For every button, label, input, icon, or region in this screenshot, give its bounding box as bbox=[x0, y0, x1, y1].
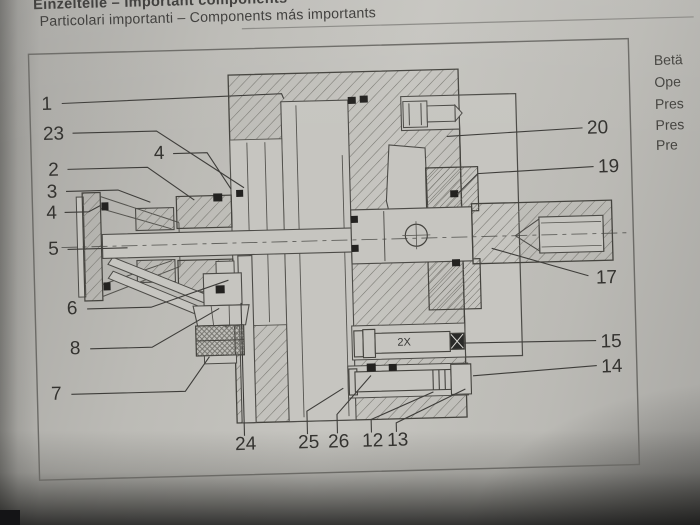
callouts: 1 23 4 2 3 4 5 6 8 7 24 25 26 12 13 20 1… bbox=[41, 94, 623, 456]
callout-label-26: 26 bbox=[328, 431, 350, 453]
callout-label-23: 23 bbox=[43, 123, 65, 145]
piston-rod bbox=[470, 199, 614, 265]
rod-gland bbox=[424, 166, 482, 311]
figure-border bbox=[27, 37, 641, 481]
callout-label-4a: 4 bbox=[154, 143, 166, 164]
socket-screw bbox=[402, 100, 463, 129]
callout-label-8: 8 bbox=[70, 338, 81, 359]
photo-corner-shadow bbox=[0, 510, 20, 525]
leader-lines bbox=[61, 93, 597, 436]
callout-label-17: 17 bbox=[596, 267, 618, 289]
callout-label-19: 19 bbox=[598, 156, 620, 178]
callout-label-15: 15 bbox=[600, 331, 622, 353]
bolt-14 bbox=[348, 363, 473, 396]
bolt-15 bbox=[353, 328, 465, 359]
callout-label-13: 13 bbox=[387, 430, 409, 452]
callout-label-20: 20 bbox=[587, 117, 609, 139]
callout-label-7: 7 bbox=[51, 384, 62, 405]
callout-label-12: 12 bbox=[362, 430, 384, 452]
header-rule bbox=[241, 16, 700, 30]
seals bbox=[101, 95, 461, 372]
callout-label-6: 6 bbox=[67, 298, 78, 319]
callout-label-2: 2 bbox=[48, 160, 59, 181]
callout-label-14: 14 bbox=[601, 356, 623, 378]
callout-label-4b: 4 bbox=[46, 203, 58, 224]
callout-label-1: 1 bbox=[41, 94, 52, 115]
callout-label-3: 3 bbox=[47, 182, 58, 203]
rod-clevis bbox=[350, 206, 474, 265]
callout-label-5: 5 bbox=[48, 239, 59, 260]
centerline bbox=[61, 232, 632, 248]
callout-label-24: 24 bbox=[235, 434, 257, 456]
callout-label-25: 25 bbox=[298, 432, 320, 454]
quantity-note: 2X bbox=[397, 336, 411, 348]
